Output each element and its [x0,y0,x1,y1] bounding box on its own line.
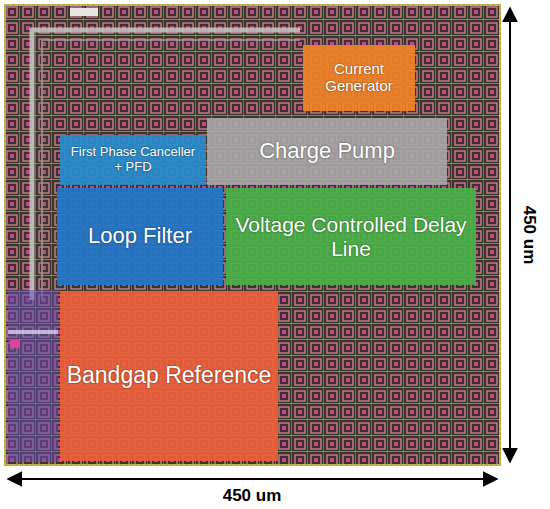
phase-canceller-block: First Phase Canceller + PFD [60,135,206,185]
bandgap-block: Bandgap Reference [60,291,278,461]
dimension-arrow [8,478,497,480]
dimension-arrow [509,8,511,462]
pad [70,8,98,16]
pad [10,340,20,348]
die [5,5,500,465]
loop-filter-block: Loop Filter [57,188,223,285]
block-label: Bandgap Reference [67,363,272,389]
delay-line-block: Voltage Controlled Delay Line [226,188,476,285]
pad-array [8,290,58,462]
current-generator-block: Current Generator [303,45,415,111]
seal-ring [5,5,500,465]
block-label: Current Generator [309,61,409,95]
block-label: Charge Pump [259,139,395,164]
dimension-label: 450 um [519,204,539,267]
block-label: Loop Filter [88,224,192,249]
dimension-label: 450 um [221,486,284,506]
charge-pump-block: Charge Pump [207,118,447,185]
pad-array [8,330,58,334]
block-label: Voltage Controlled Delay Line [232,213,470,260]
block-label: First Phase Canceller + PFD [66,145,200,174]
